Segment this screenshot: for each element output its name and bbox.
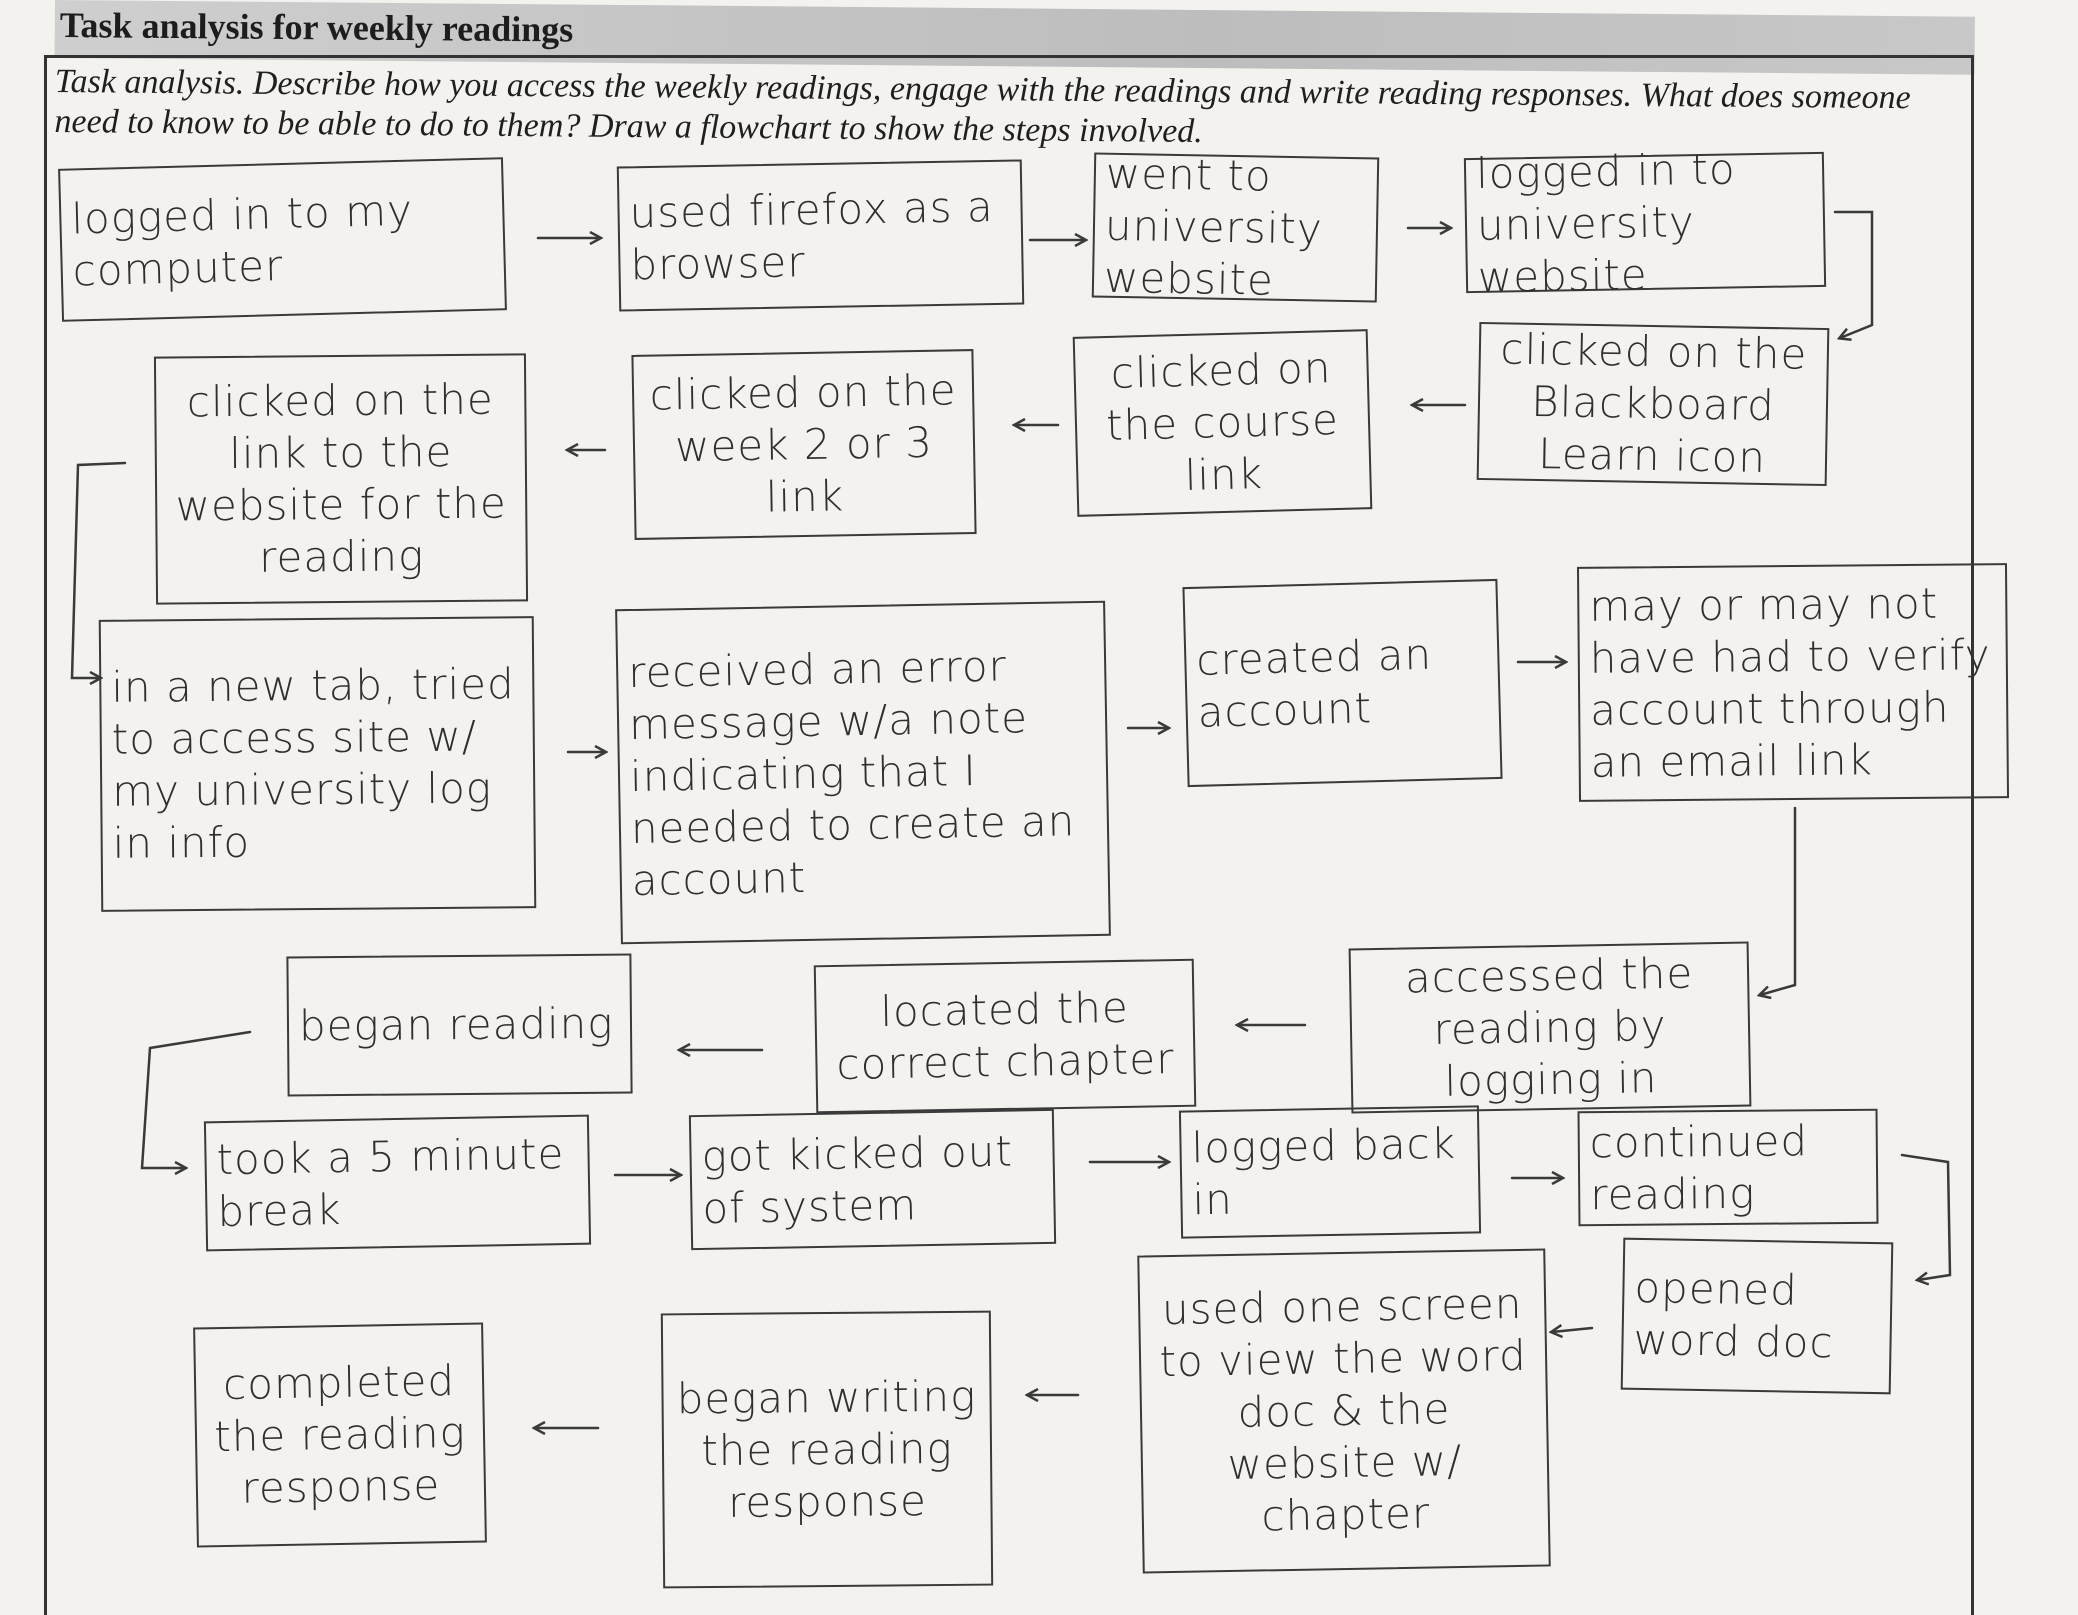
step-s2: used firefox as a browser (616, 159, 1025, 312)
step-label: used firefox as a browser (629, 181, 995, 289)
step-s7: clicked on the week 2 or 3 link (631, 349, 977, 540)
step-label: clicked on the week 2 or 3 link (649, 364, 957, 522)
step-s6: clicked on the course link (1072, 329, 1373, 517)
step-s11: created an account (1182, 578, 1503, 788)
step-s3: went to university website (1091, 148, 1380, 304)
step-label: used one screen to view the word doc & t… (1159, 1278, 1528, 1541)
step-label: opened word doc (1633, 1262, 1835, 1368)
step-s12: may or may not have had to verify accoun… (1576, 563, 2010, 802)
step-label: clicked on the link to the website for t… (175, 374, 507, 582)
step-label: logged in to university website (1475, 143, 1736, 302)
step-s16: took a 5 minute break (203, 1114, 592, 1252)
step-s15: began reading (286, 953, 633, 1097)
step-s23: completed the reading response (193, 1322, 487, 1548)
step-s8: clicked on the link to the website for t… (153, 353, 529, 605)
step-label: began reading (298, 998, 614, 1051)
step-s5: clicked on the Blackboard Learn icon (1476, 321, 1830, 487)
step-label: created an account (1195, 629, 1433, 737)
step-label: accessed the reading by logging in (1404, 947, 1694, 1106)
step-label: completed the reading response (213, 1355, 467, 1513)
step-s1: logged in to my computer (58, 157, 507, 322)
step-label: got kicked out of system (701, 1126, 1014, 1233)
step-s9: in a new tab, tried to access site w/ my… (98, 616, 537, 912)
step-label: may or may not have had to verify accoun… (1589, 578, 1991, 787)
step-label: began writing the reading response (676, 1371, 977, 1527)
step-s14: located the correct chapter (813, 958, 1197, 1114)
step-label: received an error message w/a note indic… (627, 640, 1076, 905)
step-s4: logged in to university website (1463, 144, 1827, 301)
step-s10: received an error message w/a note indic… (615, 600, 1111, 945)
step-label: in a new tab, tried to access site w/ my… (111, 659, 515, 868)
step-label: logged in to my computer (70, 185, 414, 295)
step-s18: logged back in (1178, 1105, 1482, 1239)
step-s17: got kicked out of system (688, 1108, 1057, 1251)
step-label: took a 5 minute break (216, 1129, 565, 1237)
step-s20: opened word doc (1620, 1237, 1894, 1395)
page-title: Task analysis for weekly readings (59, 4, 574, 50)
step-label: logged back in (1191, 1118, 1457, 1225)
step-s21: used one screen to view the word doc & t… (1137, 1248, 1551, 1574)
step-s19: continued reading (1577, 1108, 1879, 1227)
step-s22: began writing the reading response (660, 1310, 994, 1589)
step-label: clicked on the course link (1105, 343, 1340, 500)
step-label: located the correct chapter (836, 982, 1175, 1089)
step-label: went to university website (1103, 148, 1324, 305)
step-label: continued reading (1589, 1115, 1809, 1219)
step-s13: accessed the reading by logging in (1348, 941, 1752, 1114)
step-label: clicked on the Blackboard Learn icon (1500, 324, 1808, 482)
worksheet-frame (44, 55, 1974, 1615)
